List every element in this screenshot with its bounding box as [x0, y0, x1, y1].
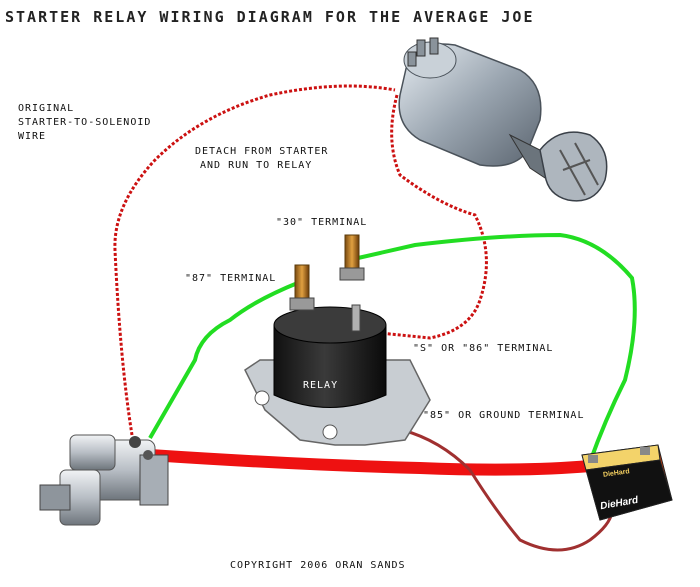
battery: [581, 444, 673, 521]
copyright: COPYRIGHT 2006 ORAN SANDS: [230, 560, 406, 571]
label-terminal-30: "30" TERMINAL: [276, 217, 368, 228]
label-original-wire-line3: WIRE: [18, 131, 47, 142]
label-detach-line2: AND RUN TO RELAY: [200, 160, 313, 171]
original-solenoid-wire: [113, 84, 396, 436]
diagram-title: STARTER RELAY WIRING DIAGRAM FOR THE AVE…: [5, 8, 535, 26]
label-original-wire-line2: STARTER-TO-SOLENOID: [18, 117, 152, 128]
relay-signal-wire: [369, 94, 488, 340]
battery-cable: [144, 449, 596, 476]
label-terminal-85: "85" OR GROUND TERMINAL: [423, 410, 585, 421]
label-detach-line1: DETACH FROM STARTER: [195, 146, 329, 157]
green-wire-30: [357, 232, 637, 463]
starter-motor: [39, 434, 169, 526]
label-terminal-87: "87" TERMINAL: [185, 273, 277, 284]
relay-label: RELAY: [303, 380, 339, 391]
green-wire-87: [148, 280, 301, 439]
ground-wire: [401, 428, 614, 552]
label-original-wire-line1: ORIGINAL: [18, 103, 75, 114]
relay: [244, 234, 431, 446]
ignition-switch: [398, 37, 608, 202]
label-terminal-s-86: "S" OR "86" TERMINAL: [413, 343, 554, 354]
